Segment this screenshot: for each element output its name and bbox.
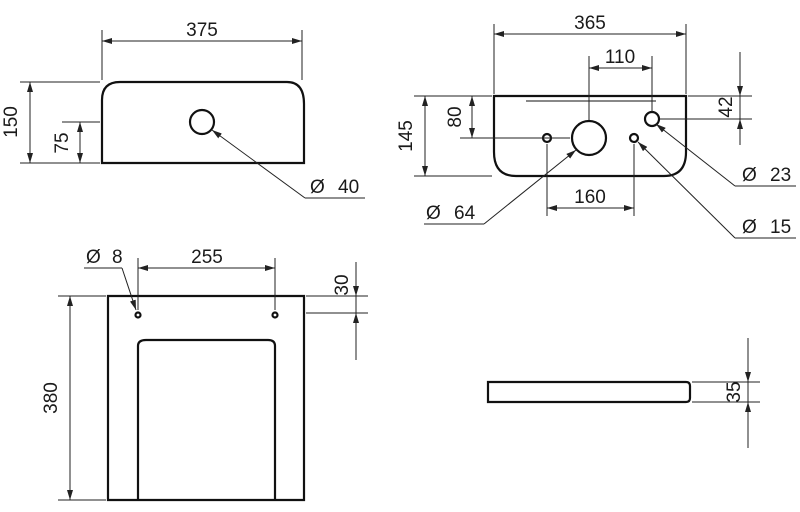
large-hole-diameter-label: 64 xyxy=(454,203,476,224)
top-right-view: 365 110 145 80 42 160 Ø 64 xyxy=(396,13,796,239)
hole-diameter-label: 40 xyxy=(338,177,359,198)
hole-spacing-label: 110 xyxy=(605,47,635,68)
hole-diameter-symbol: Ø xyxy=(310,177,325,198)
cistern-height-label: 145 xyxy=(396,120,417,152)
height-dimension-label: 150 xyxy=(1,106,22,138)
mounting-hole-offset-label: 30 xyxy=(332,274,353,295)
bowl-height-label: 380 xyxy=(41,382,62,414)
lid-thickness-label: 35 xyxy=(724,381,745,402)
mounting-hole-diameter-symbol: Ø xyxy=(86,247,101,268)
cistern-width-label: 365 xyxy=(574,13,606,34)
right-hole-diameter-label: 23 xyxy=(770,165,791,186)
cistern-back-outline xyxy=(492,94,688,178)
mounting-hole-left xyxy=(134,311,142,319)
large-hole-diameter-symbol: Ø xyxy=(426,203,441,224)
inner-height-label: 80 xyxy=(445,106,466,127)
bowl-inner-opening xyxy=(136,338,277,500)
small-hole-diameter-symbol: Ø xyxy=(742,217,757,238)
small-hole-diameter-label: 15 xyxy=(770,217,791,238)
bottom-right-view: 35 xyxy=(486,338,760,448)
right-hole-offset-label: 42 xyxy=(716,96,737,117)
tank-front-outline xyxy=(100,80,306,165)
hole-height-dimension-label: 75 xyxy=(52,132,73,153)
large-hole xyxy=(570,119,608,157)
tank-hole xyxy=(188,108,216,136)
width-dimension-label: 375 xyxy=(186,20,218,41)
bottom-left-view: 255 Ø 8 380 30 xyxy=(41,247,368,502)
mounting-hole-diameter-label: 8 xyxy=(112,247,123,268)
right-hole xyxy=(643,110,661,128)
small-hole-spacing-label: 160 xyxy=(574,187,606,208)
mounting-hole-spacing-label: 255 xyxy=(191,247,223,268)
right-hole-diameter-symbol: Ø xyxy=(742,165,757,186)
top-left-view: 375 150 75 Ø 40 xyxy=(1,20,365,199)
lid-side-outline xyxy=(486,380,692,404)
mounting-hole-right xyxy=(271,311,279,319)
small-hole-right xyxy=(628,132,640,144)
bowl-outline xyxy=(106,294,306,502)
